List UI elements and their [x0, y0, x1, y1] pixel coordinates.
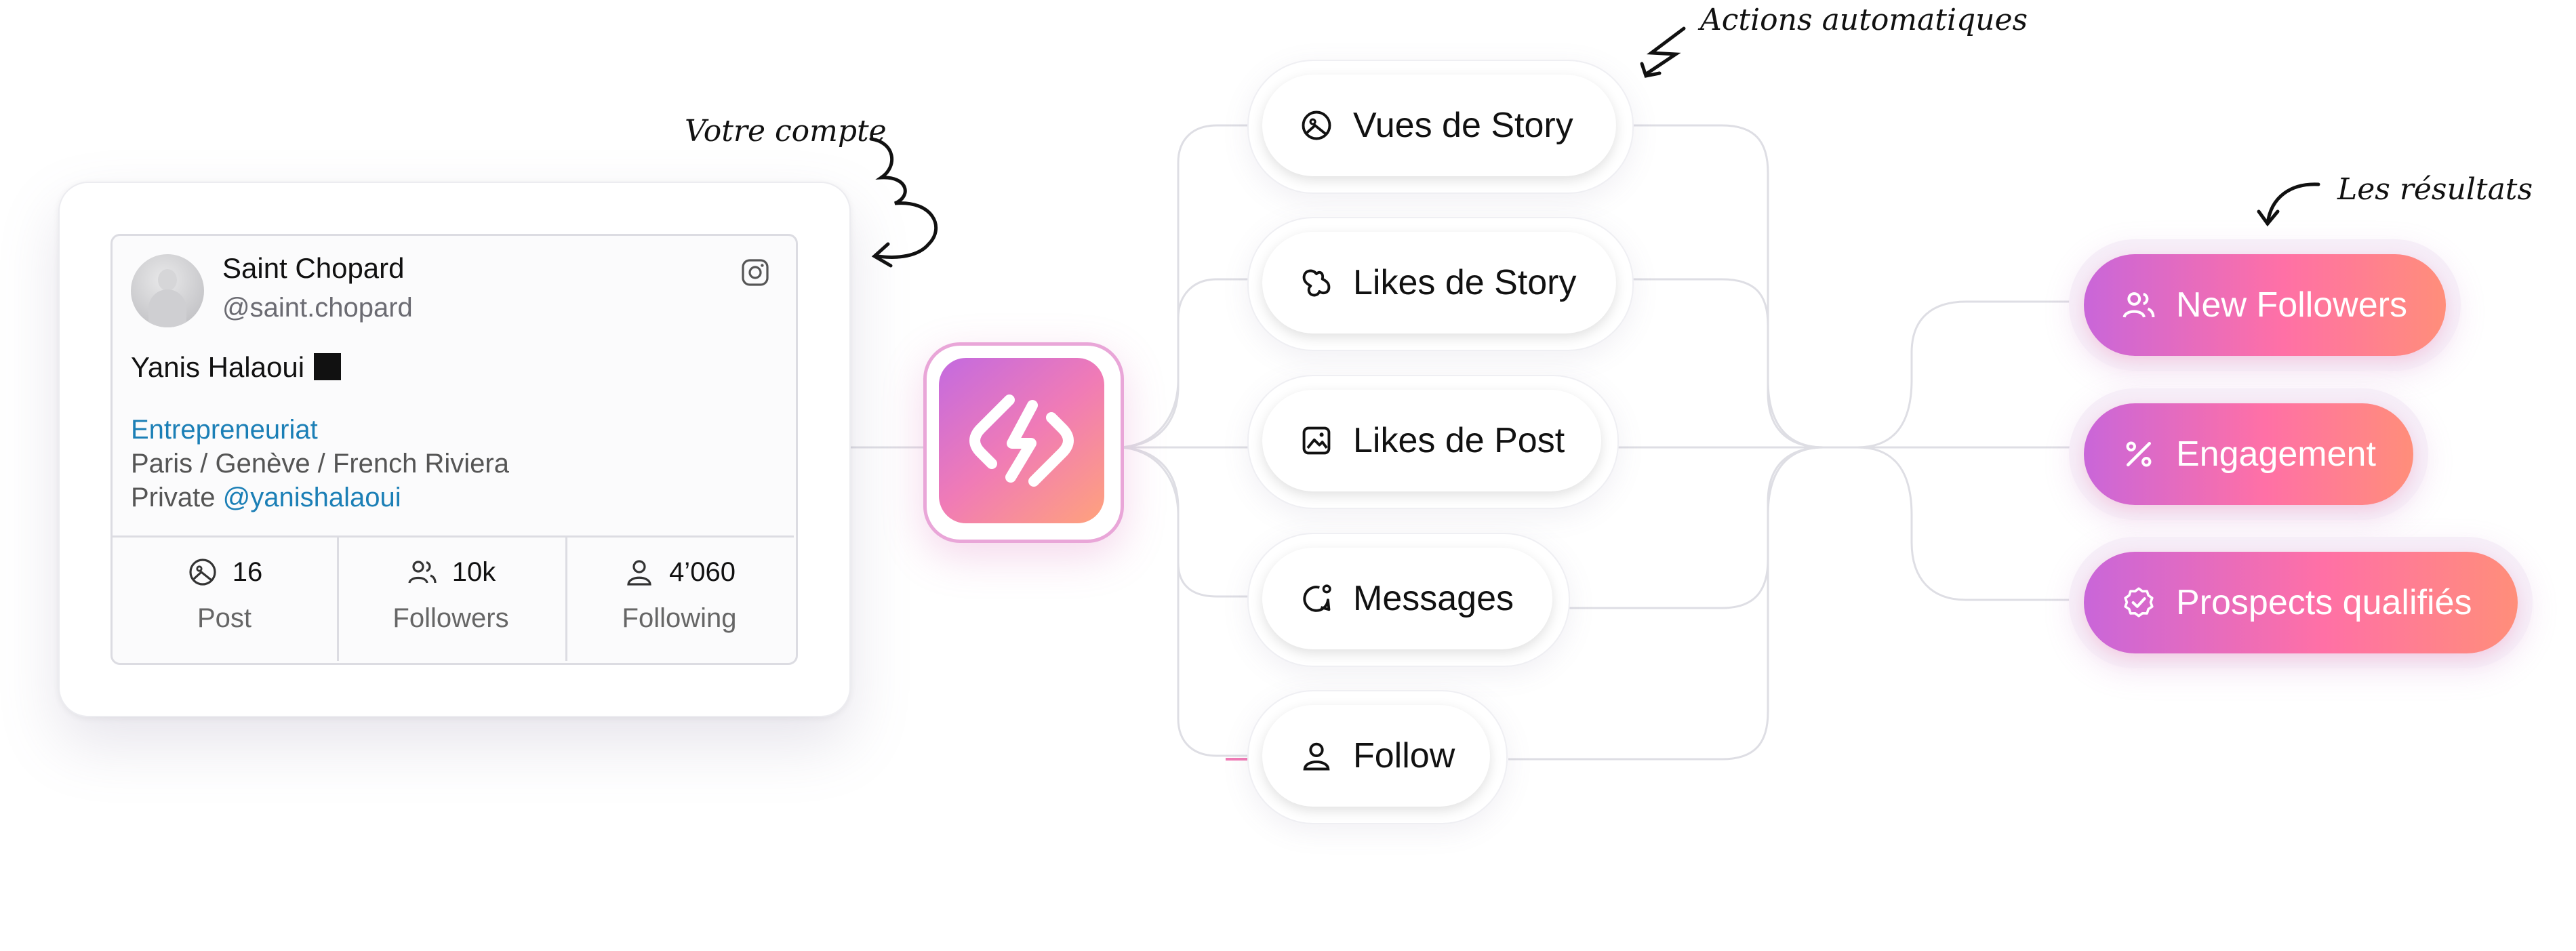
image-icon: [1302, 426, 1331, 455]
profile-name: Saint Chopard: [222, 252, 405, 284]
bio-category: Entrepreneuriat: [131, 415, 318, 445]
lightning-bolt-icon: [969, 394, 1074, 487]
stats-divider: [113, 535, 794, 538]
result-label: Engagement: [2176, 434, 2376, 474]
stat-following: 4’060 Following: [567, 550, 791, 634]
annotation-automatic-actions: Actions automatiques: [1700, 3, 2028, 37]
action-label: Vues de Story: [1353, 106, 1573, 145]
stat-value: 10k: [451, 557, 496, 587]
users-icon: [2122, 292, 2155, 318]
instagram-profile-preview: [110, 234, 798, 665]
annotation-results: Les résultats: [2337, 172, 2533, 207]
stat-label: Post: [197, 603, 252, 633]
action-post-likes[interactable]: Likes de Post: [1262, 390, 1601, 491]
result-label: Prospects qualifiés: [2176, 583, 2472, 622]
stat-value: 16: [232, 557, 263, 587]
action-story-likes[interactable]: Likes de Story: [1262, 232, 1616, 333]
profile-full-name: Yanis Halaoui: [131, 351, 342, 384]
story-view-icon: [1302, 110, 1331, 140]
action-follow[interactable]: Follow: [1262, 705, 1490, 807]
action-messages[interactable]: Messages: [1262, 548, 1552, 649]
message-icon: [1303, 584, 1331, 612]
stat-label: Following: [622, 603, 737, 633]
result-label: New Followers: [2176, 285, 2407, 325]
stat-label: Followers: [393, 603, 509, 633]
app-icon[interactable]: [939, 358, 1104, 523]
action-label: Likes de Post: [1353, 421, 1565, 460]
check-badge-icon: [2124, 587, 2154, 618]
result-new-followers[interactable]: New Followers: [2084, 254, 2446, 356]
user-icon: [627, 560, 651, 586]
stat-followers: 10k Followers: [339, 550, 563, 634]
bio-private-link[interactable]: @yanishalaoui: [222, 483, 401, 512]
bio-private-prefix: Private: [131, 483, 216, 512]
stats-column-divider: [565, 538, 567, 661]
profile-handle: @saint.chopard: [222, 293, 413, 323]
instagram-icon: [742, 259, 769, 286]
stats-column-divider: [337, 538, 339, 661]
result-qualified-prospects[interactable]: Prospects qualifiés: [2084, 552, 2518, 653]
action-label: Messages: [1353, 579, 1514, 618]
result-engagement[interactable]: Engagement: [2084, 403, 2413, 505]
percent-icon: [2126, 441, 2152, 467]
bio-location: Paris / Genève / French Riviera: [131, 449, 509, 479]
user-icon: [1303, 742, 1330, 771]
bio-private: Private @yanishalaoui: [131, 483, 401, 513]
black-square-icon: [314, 353, 342, 380]
action-label: Likes de Story: [1353, 263, 1577, 302]
users-icon: [408, 561, 437, 584]
annotation-your-account: Votre compte: [685, 114, 887, 148]
image-icon: [189, 559, 216, 586]
heart-icon: [1302, 269, 1331, 297]
action-story-views[interactable]: Vues de Story: [1262, 75, 1616, 176]
stat-posts: 16 Post: [113, 550, 336, 634]
stat-value: 4’060: [669, 557, 736, 587]
action-label: Follow: [1353, 736, 1455, 775]
full-name-text: Yanis Halaoui: [131, 351, 305, 383]
avatar: [131, 254, 204, 327]
